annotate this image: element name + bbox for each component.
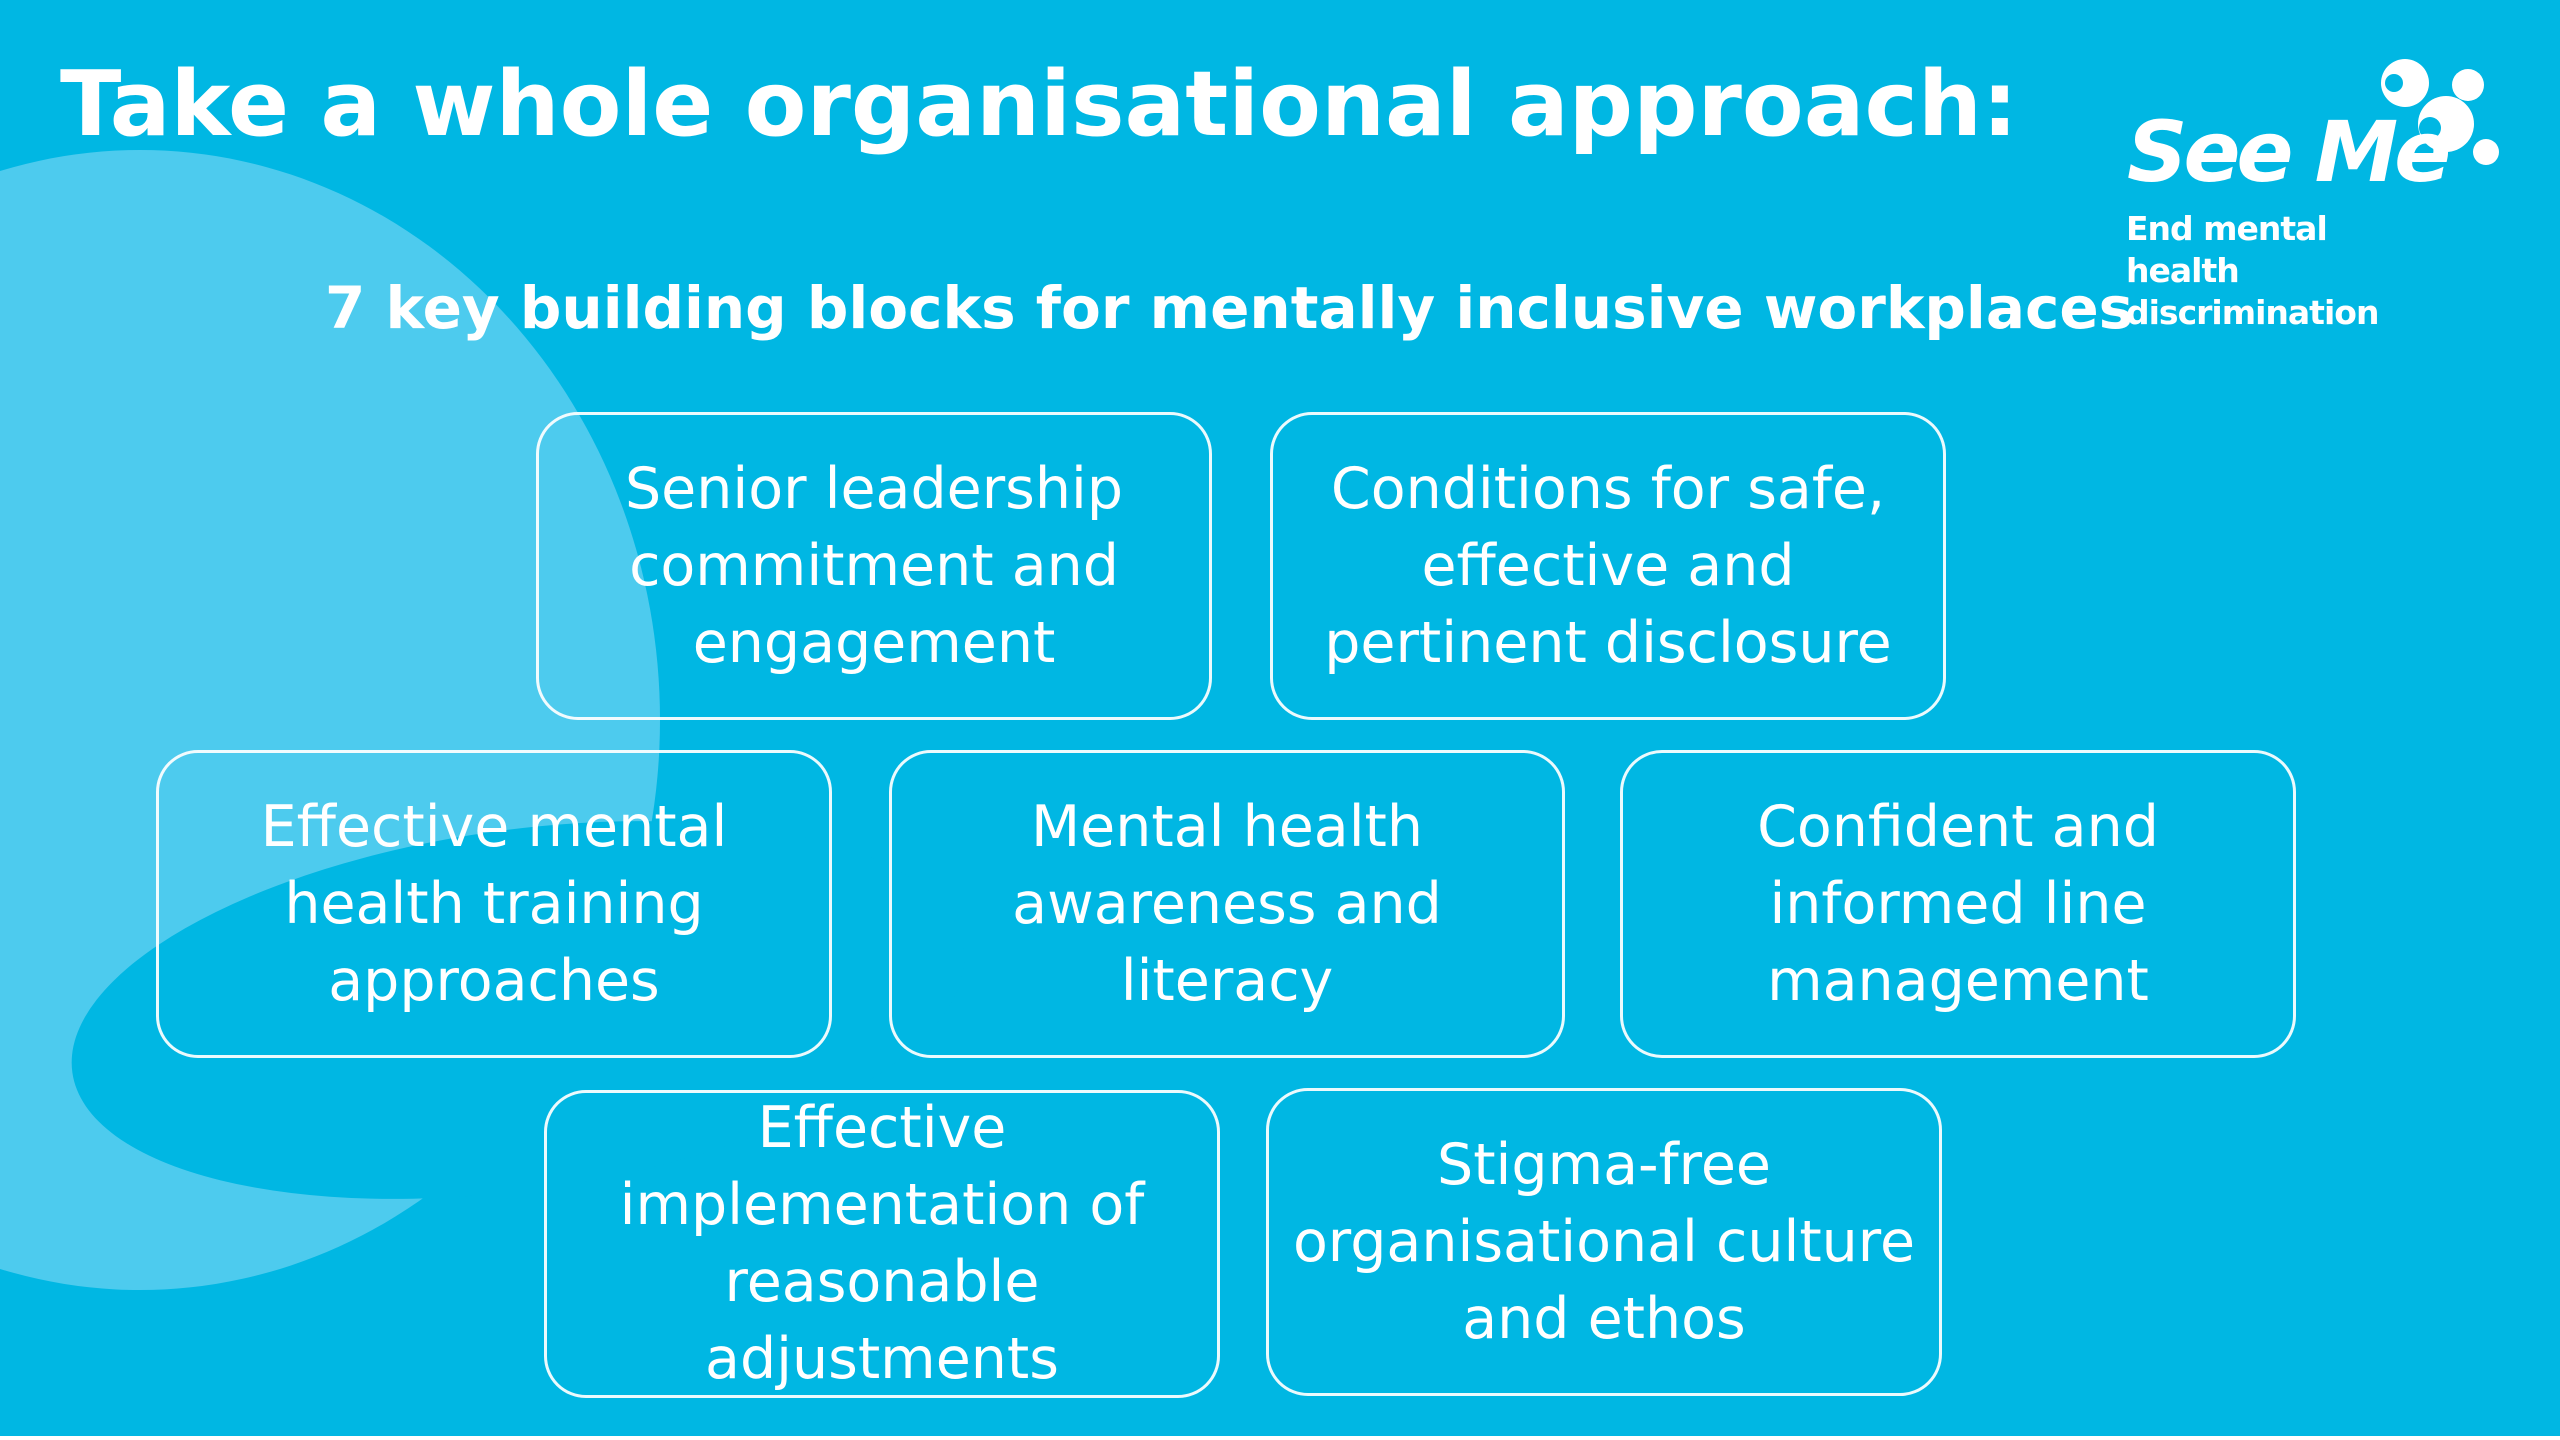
- building-block-awareness: Mental health awareness and literacy: [889, 750, 1565, 1058]
- building-block-label: Effective mental health training approac…: [260, 793, 728, 1014]
- building-block-label: Senior leadership commitment and engagem…: [625, 455, 1123, 676]
- building-block-label: Conditions for safe, effective and perti…: [1324, 455, 1892, 676]
- slide-subtitle: 7 key building blocks for mentally inclu…: [325, 274, 2134, 342]
- building-block-training: Effective mental health training approac…: [156, 750, 832, 1058]
- building-block-culture: Stigma-free organisational culture and e…: [1266, 1088, 1942, 1396]
- logo-tagline: End mental health discrimination: [2126, 209, 2379, 332]
- building-block-disclosure: Conditions for safe, effective and perti…: [1270, 412, 1946, 720]
- building-block-label: Effective implementation of reasonable a…: [619, 1095, 1145, 1392]
- logo-name: See Me: [2127, 103, 2451, 201]
- speech-bubbles-icon: [2381, 59, 2499, 165]
- building-block-label: Stigma-free organisational culture and e…: [1292, 1131, 1916, 1352]
- building-block-line-management: Confident and informed line management: [1620, 750, 2296, 1058]
- building-block-label: Mental health awareness and literacy: [1012, 793, 1442, 1014]
- see-me-logo: See Me End mental health discrimination: [2120, 50, 2500, 332]
- slide-title: Take a whole organisational approach:: [60, 52, 2018, 157]
- building-block-label: Confident and informed line management: [1757, 793, 2159, 1014]
- building-block-senior-leadership: Senior leadership commitment and engagem…: [536, 412, 1212, 720]
- building-block-adjustments: Effective implementation of reasonable a…: [544, 1090, 1220, 1398]
